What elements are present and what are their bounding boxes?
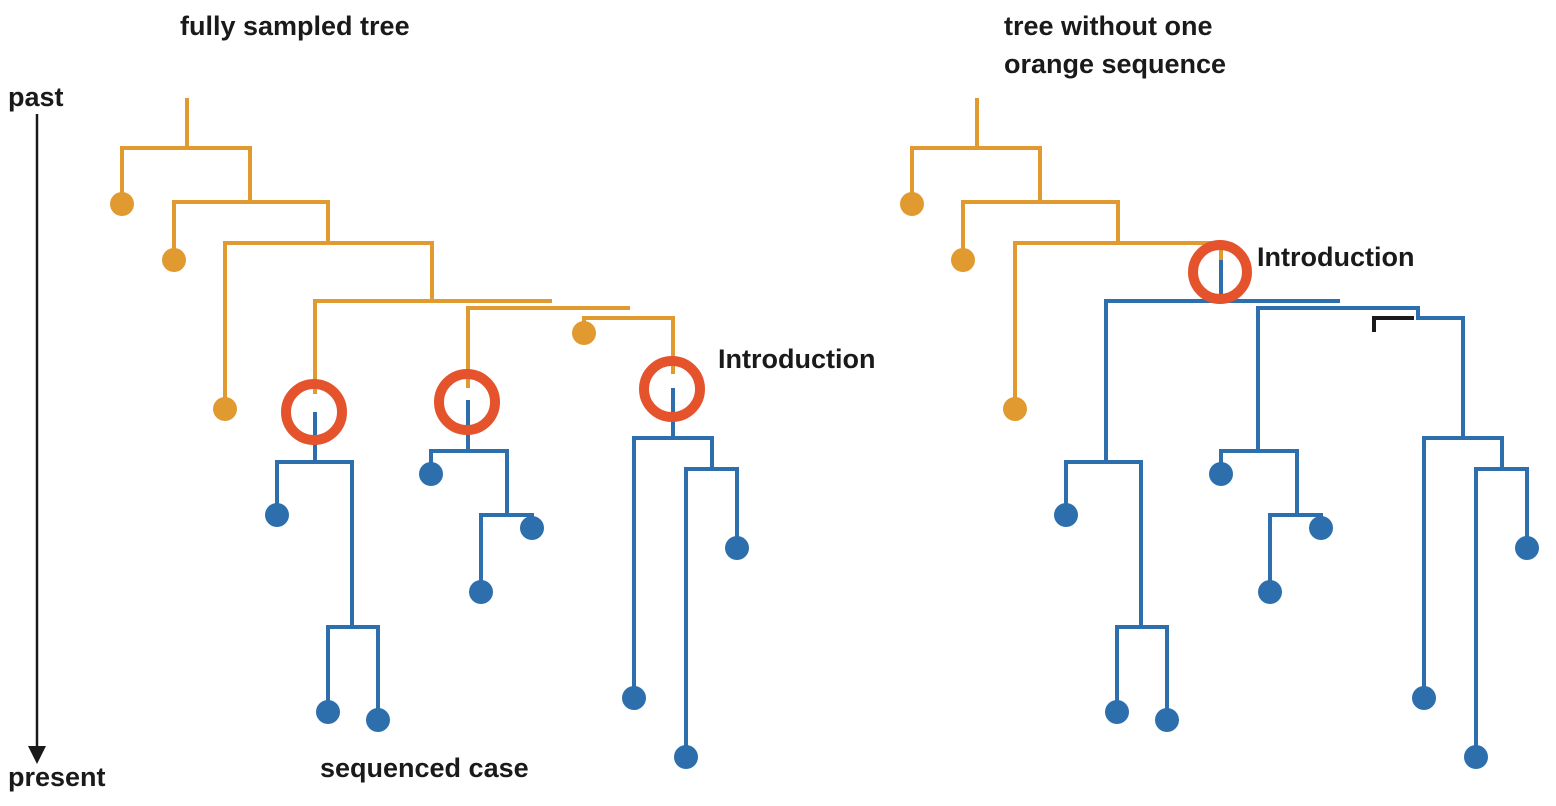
right-tree-title-line1: tree without one bbox=[1004, 11, 1213, 41]
right-orange-branches bbox=[910, 98, 1223, 410]
time-axis: past present bbox=[8, 82, 106, 792]
blue-tip bbox=[366, 708, 390, 732]
left-orange-branches bbox=[120, 98, 675, 410]
right-orange-tips bbox=[900, 192, 1027, 421]
orange-tip bbox=[162, 248, 186, 272]
sequenced-case-label: sequenced case bbox=[320, 753, 529, 783]
right-introduction-label: Introduction bbox=[1257, 242, 1414, 272]
blue-tip bbox=[1105, 700, 1129, 724]
left-tree: fully sampled tree bbox=[110, 11, 875, 783]
blue-tip bbox=[1258, 580, 1282, 604]
left-introduction-rings bbox=[281, 356, 705, 445]
blue-tip bbox=[419, 462, 443, 486]
blue-tip bbox=[265, 503, 289, 527]
blue-tip bbox=[316, 700, 340, 724]
blue-tip bbox=[1464, 745, 1488, 769]
blue-tip bbox=[1209, 462, 1233, 486]
blue-tip bbox=[1054, 503, 1078, 527]
removed-tip-stub bbox=[1372, 316, 1414, 332]
introduction-ring bbox=[281, 379, 347, 445]
left-tree-title: fully sampled tree bbox=[180, 11, 410, 41]
blue-tip bbox=[674, 745, 698, 769]
introduction-ring bbox=[434, 369, 500, 435]
orange-tip bbox=[213, 397, 237, 421]
orange-tip bbox=[110, 192, 134, 216]
left-blue-branches bbox=[275, 388, 739, 758]
blue-tip bbox=[725, 536, 749, 560]
orange-tip bbox=[572, 321, 596, 345]
blue-tip bbox=[1155, 708, 1179, 732]
introduction-ring bbox=[639, 356, 705, 422]
right-tree: tree without one orange sequence bbox=[900, 11, 1539, 769]
blue-tip bbox=[1515, 536, 1539, 560]
right-blue-branches bbox=[1064, 260, 1529, 758]
axis-label-present: present bbox=[8, 762, 106, 792]
right-blue-tips bbox=[1054, 462, 1539, 769]
axis-label-past: past bbox=[8, 82, 64, 112]
left-blue-tips bbox=[265, 462, 749, 769]
orange-tip bbox=[951, 248, 975, 272]
blue-tip bbox=[469, 580, 493, 604]
blue-tip bbox=[622, 686, 646, 710]
blue-tip bbox=[520, 516, 544, 540]
axis-arrowhead bbox=[28, 746, 46, 764]
right-tree-title-line2: orange sequence bbox=[1004, 49, 1226, 79]
introduction-ring bbox=[1188, 240, 1252, 304]
orange-tip bbox=[1003, 397, 1027, 421]
left-introduction-label: Introduction bbox=[718, 344, 875, 374]
orange-tip bbox=[900, 192, 924, 216]
blue-tip bbox=[1412, 686, 1436, 710]
blue-tip bbox=[1309, 516, 1333, 540]
left-orange-tips bbox=[110, 192, 596, 421]
